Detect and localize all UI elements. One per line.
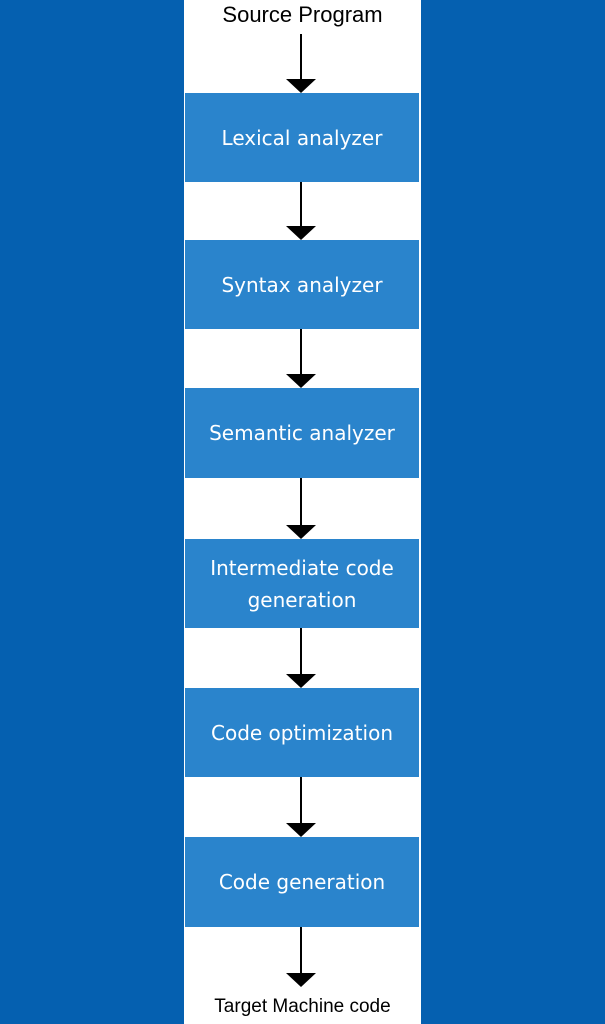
arrow-source-to-lexical [286,34,316,93]
source-program-label: Source Program [222,2,383,27]
arrow-optimization-to-generation [286,777,316,837]
arrow-lexical-to-syntax [286,182,316,240]
stage-syntax-analyzer: Syntax analyzer [185,240,419,329]
target-machine-code-label: Target Machine code [214,996,391,1017]
stage-lexical-analyzer: Lexical analyzer [185,93,419,182]
arrow-semantic-to-intermediate [286,478,316,539]
arrow-intermediate-to-optimization [286,628,316,688]
stage-code-generation: Code generation [185,837,419,927]
arrow-syntax-to-semantic [286,329,316,388]
flowchart-panel: Source Program Lexical analyzer Syntax a… [184,0,421,1024]
arrow-generation-to-target [286,927,316,987]
stage-semantic-analyzer: Semantic analyzer [185,388,419,478]
stage-code-optimization: Code optimization [185,688,419,777]
stage-intermediate-code-generation: Intermediate code generation [185,539,419,628]
